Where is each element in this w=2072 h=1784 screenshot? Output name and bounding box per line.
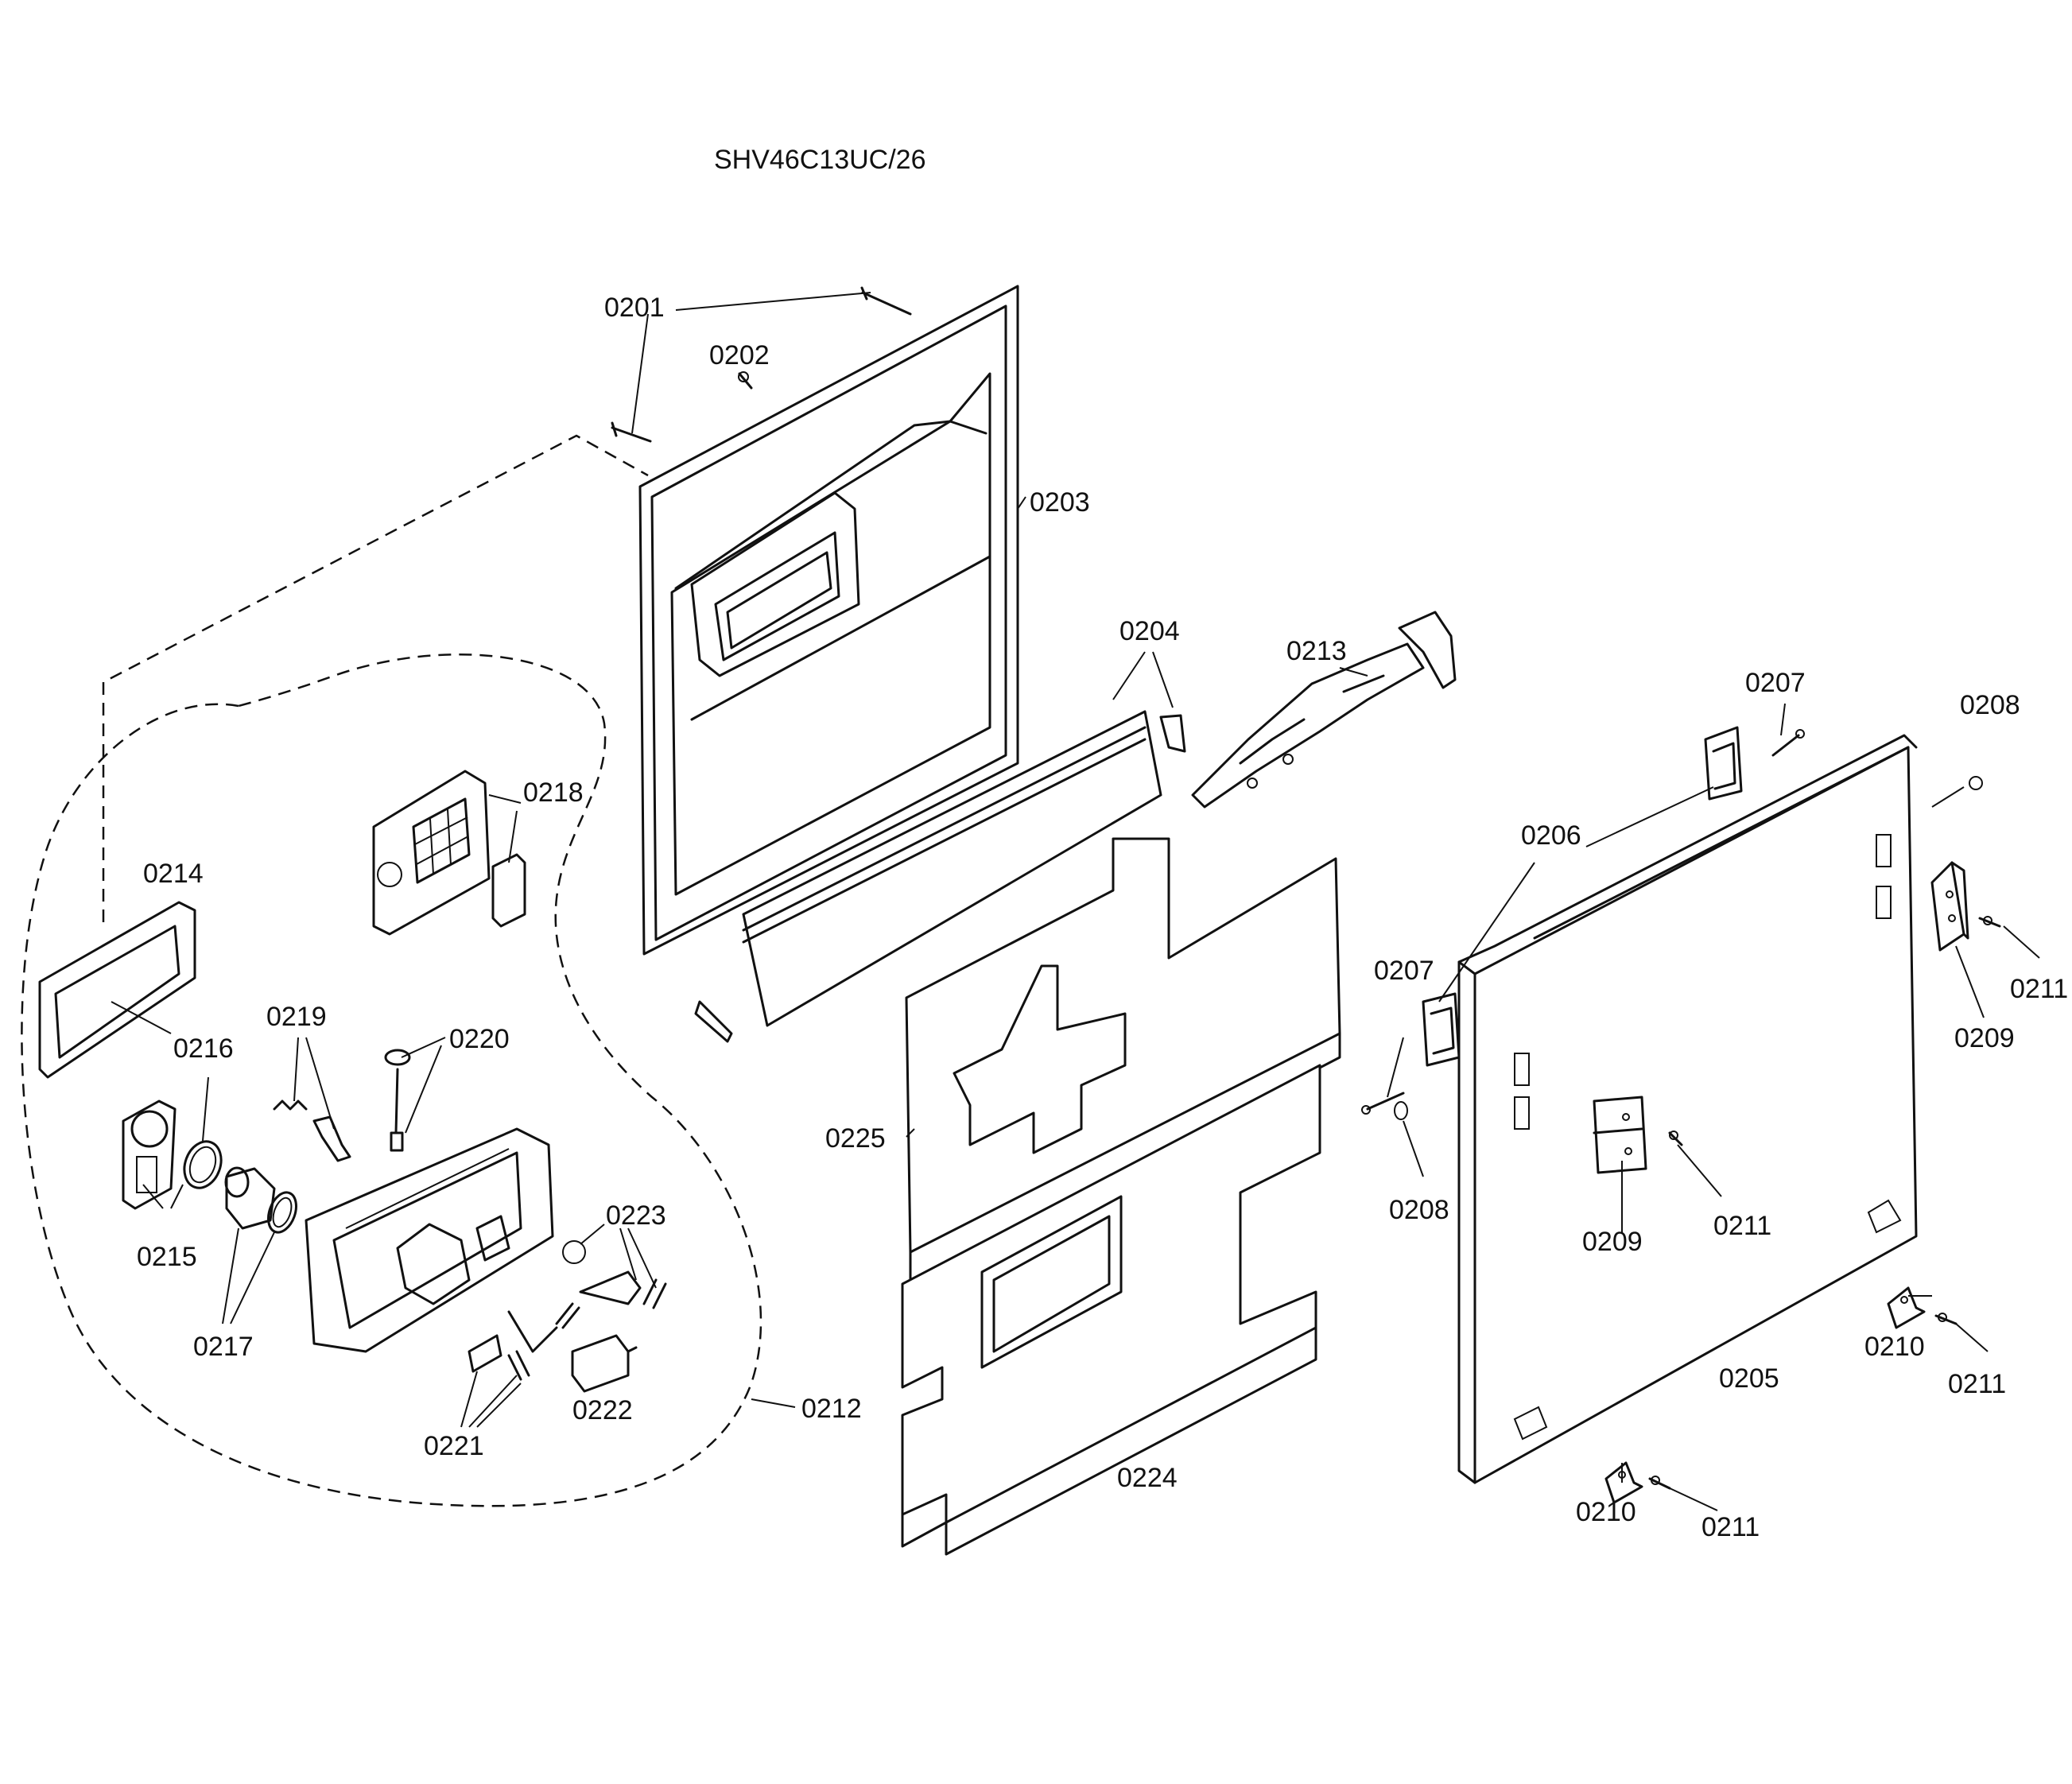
screw-0211-right: [1978, 916, 2001, 928]
label-0215: 0215: [137, 1242, 197, 1272]
label-0213: 0213: [1286, 636, 1347, 666]
model-title: SHV46C13UC/26: [714, 145, 925, 175]
label-0203: 0203: [1030, 487, 1090, 518]
screw-0211-bottom: [1648, 1476, 1671, 1490]
inner-door-0203: [638, 285, 1019, 956]
lever-0221: [468, 1302, 580, 1381]
label-0205: 0205: [1719, 1363, 1779, 1394]
solenoid-0222: [571, 1334, 638, 1393]
washer-0208-side: [1394, 1101, 1408, 1120]
washer-0208-top: [1969, 776, 1983, 790]
leader-lines: [111, 292, 2040, 1511]
housing-0212: [305, 1127, 554, 1353]
screw-0207-top: [1771, 729, 1805, 757]
label-0223: 0223: [606, 1200, 666, 1231]
label-0218: 0218: [523, 778, 584, 808]
label-0222: 0222: [572, 1395, 633, 1425]
label-0209-center: 0209: [1582, 1227, 1643, 1257]
cap-0217: [224, 1166, 297, 1234]
hinge-0210-right: [1887, 1286, 1926, 1329]
spring-0219: [273, 1099, 351, 1162]
label-0208-top: 0208: [1960, 690, 2020, 720]
label-0217: 0217: [193, 1332, 254, 1362]
label-0202: 0202: [709, 340, 770, 370]
label-0211-center: 0211: [1713, 1211, 1771, 1241]
label-0219: 0219: [266, 1002, 327, 1032]
screw-0211-center: [1668, 1131, 1683, 1146]
label-0211-right: 0211: [2010, 974, 2068, 1004]
label-0207-top: 0207: [1745, 668, 1806, 698]
outer-door-0205: [1457, 734, 1918, 1484]
screw-0207-side: [1361, 1092, 1405, 1115]
latch-0223: [562, 1240, 667, 1309]
label-0225: 0225: [825, 1123, 886, 1154]
label-0207-side: 0207: [1374, 956, 1434, 986]
label-0216: 0216: [173, 1034, 234, 1064]
label-0211-lower-right: 0211: [1948, 1369, 2006, 1399]
label-0209-right: 0209: [1954, 1023, 2015, 1053]
label-0210-right: 0210: [1864, 1332, 1925, 1362]
label-0206: 0206: [1521, 820, 1581, 851]
label-0221: 0221: [424, 1431, 484, 1461]
screw-0211-lower-right: [1934, 1313, 1958, 1325]
seal-0216: [183, 1140, 223, 1189]
label-0208-side: 0208: [1389, 1195, 1449, 1225]
label-0201: 0201: [604, 293, 665, 323]
group-0212-outline: [21, 653, 762, 1507]
bracket-0209-right: [1930, 861, 1969, 952]
label-0211-bottom: 0211: [1701, 1512, 1760, 1542]
plunger-0220: [384, 1049, 411, 1152]
latch-0213: [1191, 611, 1457, 809]
frame-0214: [38, 901, 196, 1079]
insulation-0224: [901, 1064, 1321, 1556]
label-0212: 0212: [801, 1394, 862, 1424]
clip-0206-side: [1422, 992, 1461, 1067]
reference-line-0214: [102, 434, 649, 922]
label-0220: 0220: [449, 1024, 510, 1054]
cover-0215: [122, 1099, 177, 1210]
bracket-0209-center: [1593, 1096, 1647, 1174]
rail-0204: [694, 710, 1186, 1043]
part-labels: 0201 0202 0203 0204 0213 0207 0208 0206 …: [137, 293, 2068, 1542]
label-0204: 0204: [1119, 616, 1180, 646]
screw-0201-a: [611, 421, 652, 443]
filter-0218: [372, 770, 526, 936]
label-0224: 0224: [1117, 1463, 1178, 1493]
label-0210-bottom: 0210: [1576, 1497, 1636, 1527]
label-0214: 0214: [143, 859, 204, 889]
clip-0206-top: [1704, 726, 1743, 801]
screw-0202: [738, 371, 753, 390]
screw-0201-b: [860, 286, 912, 316]
